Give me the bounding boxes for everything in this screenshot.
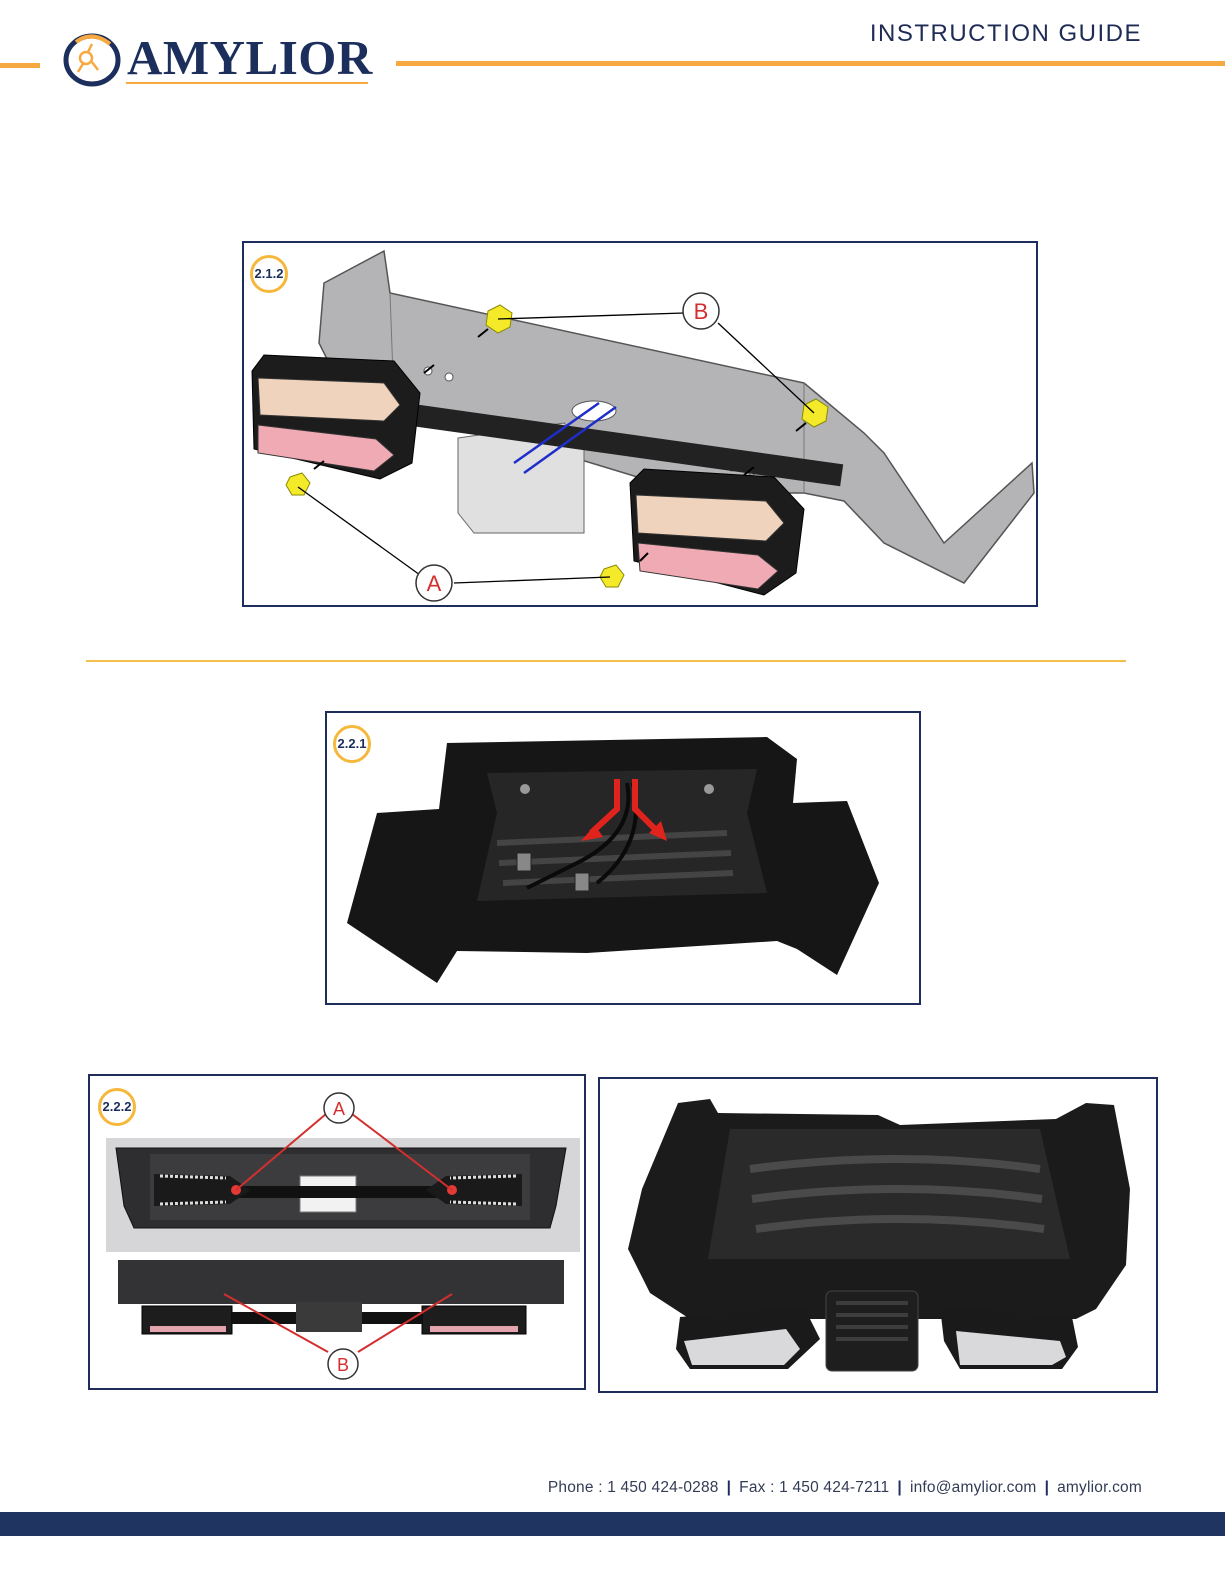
- figure-number-badge: 2.2.1: [333, 725, 371, 763]
- callout-a: A: [333, 1099, 345, 1119]
- callout-b: B: [694, 299, 709, 324]
- callout-a: A: [427, 571, 442, 596]
- phone-number: Phone : 1 450 424-0288: [548, 1479, 719, 1496]
- figure-2-1-2: B A 2.1.2: [242, 241, 1038, 607]
- figure-2-2-1: 2.2.1: [325, 711, 921, 1005]
- separator: |: [1045, 1479, 1050, 1496]
- figure-number-badge: 2.2.2: [98, 1088, 136, 1126]
- contact-line: Phone : 1 450 424-0288 | Fax : 1 450 424-7…: [548, 1479, 1142, 1497]
- separator: |: [897, 1479, 902, 1496]
- footer-bar: [0, 1512, 1225, 1536]
- right-light-unit: [630, 469, 804, 595]
- website-link[interactable]: amylior.com: [1057, 1479, 1142, 1496]
- figure-installed-cover-photo: [598, 1077, 1158, 1393]
- figure-number-badge: 2.1.2: [250, 255, 288, 293]
- brand-name: AMYLIOR: [127, 30, 373, 86]
- header-rule-left: [0, 63, 40, 68]
- document-title: INSTRUCTION GUIDE: [870, 20, 1142, 48]
- left-light-unit: [252, 355, 420, 479]
- separator: |: [727, 1479, 732, 1496]
- bracket-lights-drawing: B A: [244, 243, 1036, 605]
- figure-2-2-2: A B 2.2.2: [88, 1074, 586, 1390]
- header-rule-right: [396, 61, 1225, 66]
- email-link[interactable]: info@amylior.com: [910, 1479, 1037, 1496]
- battery-tray-photo: [327, 713, 919, 1003]
- callout-b: B: [337, 1355, 349, 1375]
- fax-number: Fax : 1 450 424-7211: [739, 1479, 889, 1496]
- installed-cover-photo: [600, 1079, 1156, 1391]
- section-divider: [86, 660, 1126, 662]
- light-mounting-drawing: A B: [90, 1076, 584, 1388]
